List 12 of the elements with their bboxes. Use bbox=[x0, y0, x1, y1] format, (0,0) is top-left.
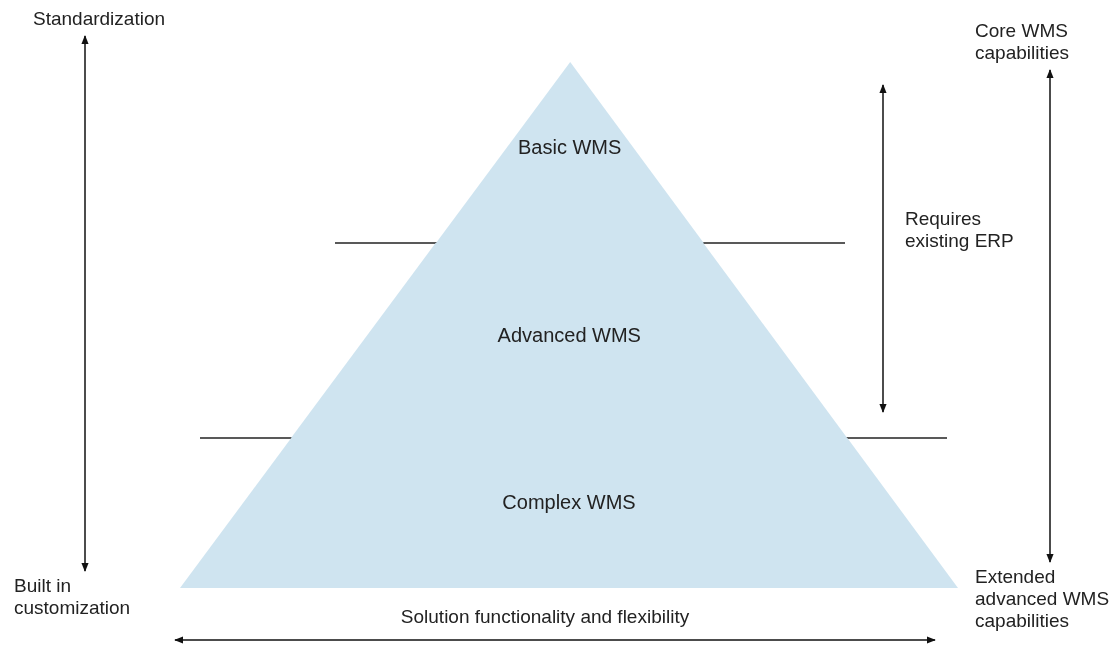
tier-label: Complex WMS bbox=[501, 491, 637, 514]
axis-label: Extended advanced WMS capabilities bbox=[975, 566, 1115, 632]
double-arrow bbox=[1046, 69, 1054, 563]
axis-label: Built in customization bbox=[14, 575, 174, 619]
axis-label: Solution functionality and flexibility bbox=[399, 606, 691, 628]
axis-label: Core WMS capabilities bbox=[975, 20, 1105, 64]
double-arrow bbox=[81, 35, 89, 572]
axis-label: Standardization bbox=[33, 8, 213, 30]
tier-label: Basic WMS bbox=[516, 136, 623, 159]
pyramid-tier bbox=[180, 438, 958, 588]
tier-label: Advanced WMS bbox=[496, 324, 642, 347]
range-label: Requires existing ERP bbox=[905, 208, 1015, 252]
